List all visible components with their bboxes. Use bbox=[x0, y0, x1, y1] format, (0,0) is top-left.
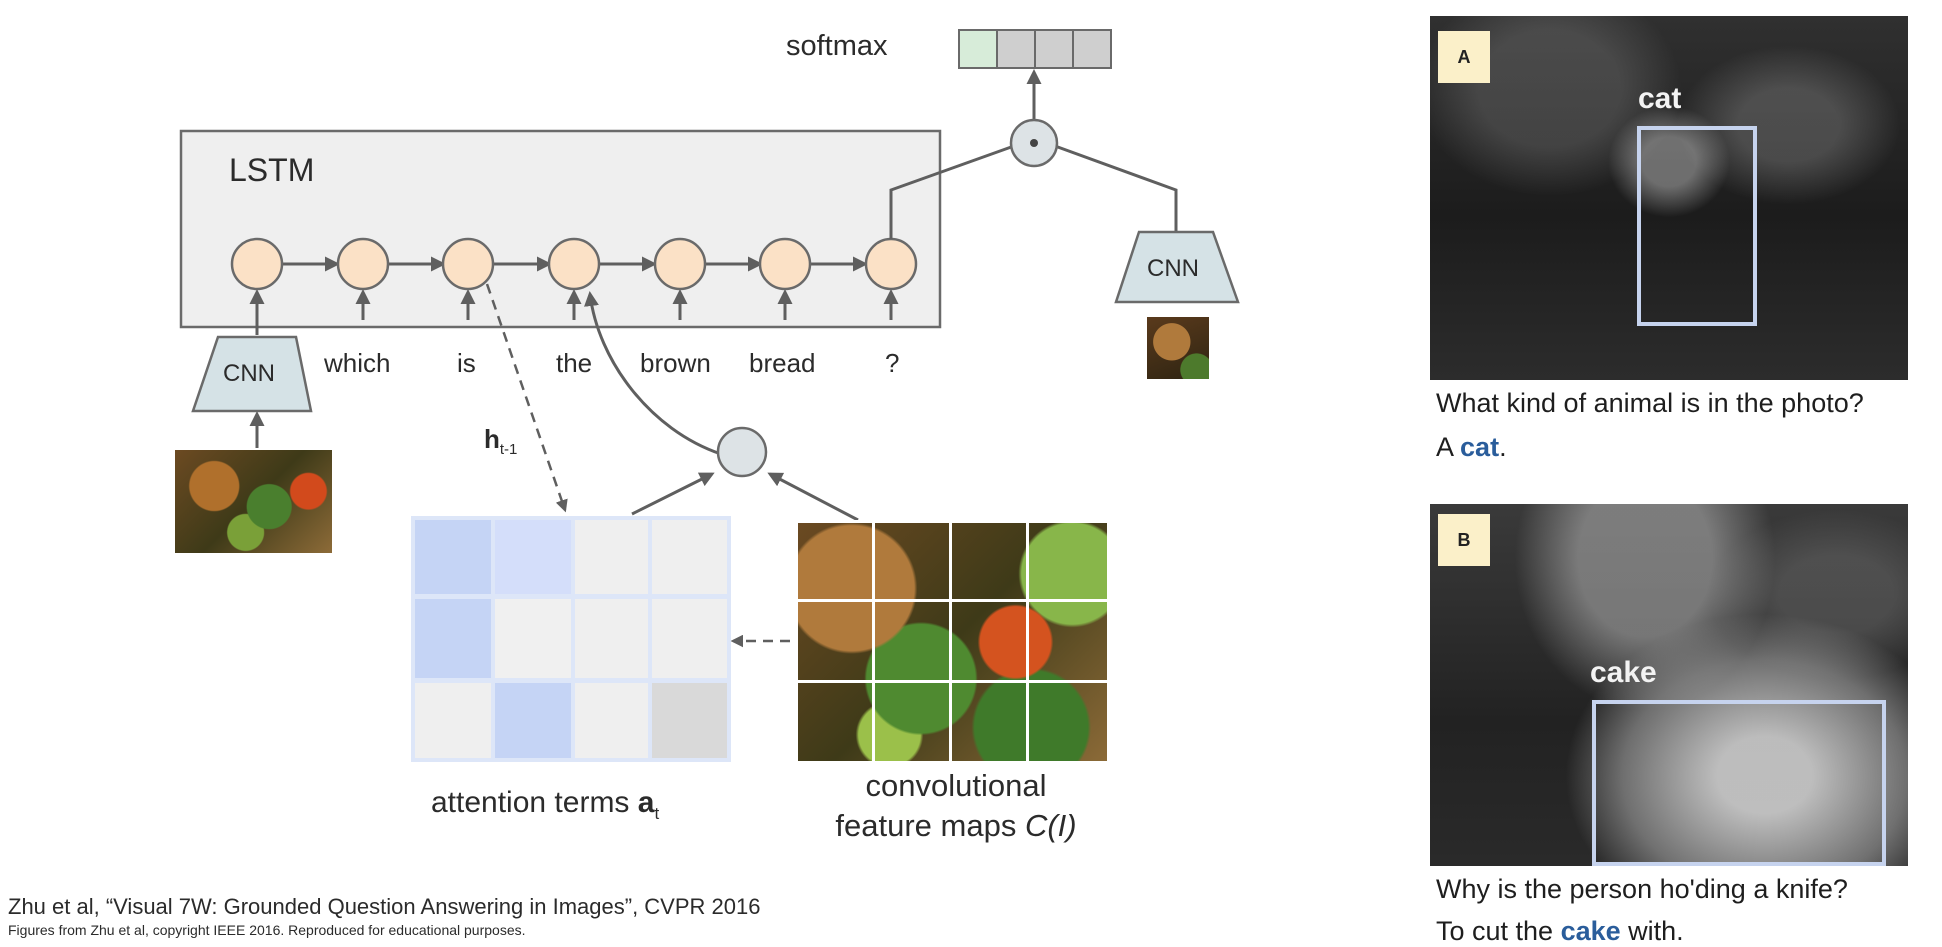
attention-merge-node bbox=[716, 426, 768, 478]
dot-product-node bbox=[1009, 118, 1059, 168]
example-a-badge: A bbox=[1438, 31, 1490, 83]
question-word-mark: ? bbox=[885, 348, 900, 378]
feature-maps-label-line2: feature maps C(I) bbox=[835, 808, 1077, 843]
feature-grid-cell bbox=[1026, 520, 1110, 602]
feature-grid-cell bbox=[1026, 680, 1110, 764]
question-word-which: which bbox=[324, 348, 391, 378]
feature-grid-cell bbox=[872, 680, 952, 764]
citation-main: Zhu et al, “Visual 7W: Grounded Question… bbox=[8, 894, 761, 919]
attention-cell bbox=[495, 520, 571, 594]
citation-small: Figures from Zhu et al, copyright IEEE 2… bbox=[8, 922, 526, 938]
example-a-question: What kind of animal is in the photo? bbox=[1436, 388, 1864, 418]
attention-cell bbox=[575, 520, 648, 594]
feature-grid-cell bbox=[872, 599, 952, 683]
convolutional-feature-map-image bbox=[795, 520, 1110, 764]
attention-cell bbox=[495, 599, 571, 678]
question-word-brown: brown bbox=[640, 348, 711, 378]
question-word-bread: bread bbox=[749, 348, 816, 378]
example-a-object-label: cat bbox=[1638, 82, 1682, 115]
feature-maps-label: convolutional feature maps C(I) bbox=[806, 766, 1106, 846]
attention-grid bbox=[411, 516, 731, 762]
softmax-output-bar bbox=[958, 29, 1112, 69]
attention-cell bbox=[415, 683, 491, 758]
example-a-image: A cat bbox=[1430, 16, 1908, 380]
feature-grid-cell bbox=[872, 520, 952, 602]
example-b-answer: To cut the cake with. bbox=[1436, 916, 1684, 946]
attention-cell bbox=[415, 520, 491, 594]
cnn-label-left: CNN bbox=[223, 360, 275, 387]
example-b-badge: B bbox=[1438, 514, 1490, 566]
lstm-box bbox=[179, 129, 942, 329]
cnn-label-right: CNN bbox=[1147, 255, 1199, 282]
example-b-bounding-box bbox=[1592, 700, 1886, 866]
feature-grid-cell bbox=[795, 599, 875, 683]
input-image-vegetables-small bbox=[175, 450, 332, 553]
attention-cell bbox=[575, 683, 648, 758]
example-b-object-label: cake bbox=[1590, 656, 1657, 689]
softmax-label: softmax bbox=[786, 30, 888, 62]
hidden-state-label: ht-1 bbox=[484, 424, 518, 459]
question-word-is: is bbox=[457, 348, 476, 378]
feature-grid-cell bbox=[795, 520, 875, 602]
attention-cell bbox=[652, 599, 727, 678]
feature-grid-cell bbox=[795, 680, 875, 764]
example-b-question: Why is the person ho'ding a knife? bbox=[1436, 874, 1848, 904]
input-image-bread-thumb bbox=[1147, 317, 1209, 379]
feature-grid-cell bbox=[1026, 599, 1110, 683]
example-a-bounding-box bbox=[1637, 126, 1757, 326]
question-word-the: the bbox=[556, 348, 593, 378]
attention-terms-label: attention terms at bbox=[431, 786, 660, 823]
example-a-answer: A cat. bbox=[1436, 432, 1507, 462]
attention-cell bbox=[652, 683, 727, 758]
feature-grid-cell bbox=[949, 680, 1029, 764]
attention-cell bbox=[415, 599, 491, 678]
cnn-block-right bbox=[1114, 230, 1240, 304]
feature-maps-label-line1: convolutional bbox=[865, 768, 1047, 803]
feature-grid-cell bbox=[949, 599, 1029, 683]
attention-cell bbox=[575, 599, 648, 678]
example-b-image: B cake bbox=[1430, 504, 1908, 866]
attention-cell bbox=[652, 520, 727, 594]
feature-grid-cell bbox=[949, 520, 1029, 602]
attention-cell bbox=[495, 683, 571, 758]
lstm-label: LSTM bbox=[229, 152, 315, 188]
lstm-nodes bbox=[230, 237, 918, 291]
cnn-block-left bbox=[191, 335, 313, 413]
